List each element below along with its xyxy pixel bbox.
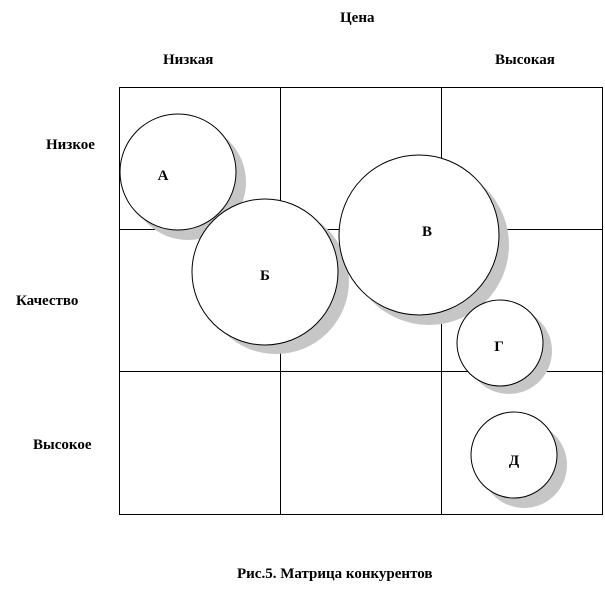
competitor-v-circle <box>338 154 500 316</box>
competitor-a-label: А <box>158 168 169 184</box>
figure-caption: Рис.5. Матрица конкурентов <box>237 566 433 582</box>
competitor-v-bubble: В <box>338 154 509 325</box>
competitor-a-circle <box>119 113 237 231</box>
competitor-g-label: Г <box>494 339 504 355</box>
grid-frame <box>119 87 603 515</box>
competitor-a-bubble: А <box>119 113 246 240</box>
competitor-b-circle <box>191 198 339 346</box>
competitor-b-label: Б <box>260 268 270 284</box>
competitor-d-bubble: Д <box>470 411 567 508</box>
competitor-g-circle <box>456 299 544 387</box>
competitor-g-bubble: Г <box>456 299 552 394</box>
quality-axis-title: Качество <box>16 293 79 309</box>
competitor-b-bubble: Б <box>191 198 349 354</box>
price-low-label: Низкая <box>163 52 214 68</box>
competitor-d-label: Д <box>509 453 520 469</box>
price-axis-title: Цена <box>340 10 375 26</box>
quality-high-label: Высокое <box>33 437 92 453</box>
competitor-d-circle <box>470 411 558 499</box>
quality-low-label: Низкое <box>46 137 95 153</box>
competitor-v-label: В <box>422 224 432 240</box>
price-high-label: Высокая <box>495 52 555 68</box>
